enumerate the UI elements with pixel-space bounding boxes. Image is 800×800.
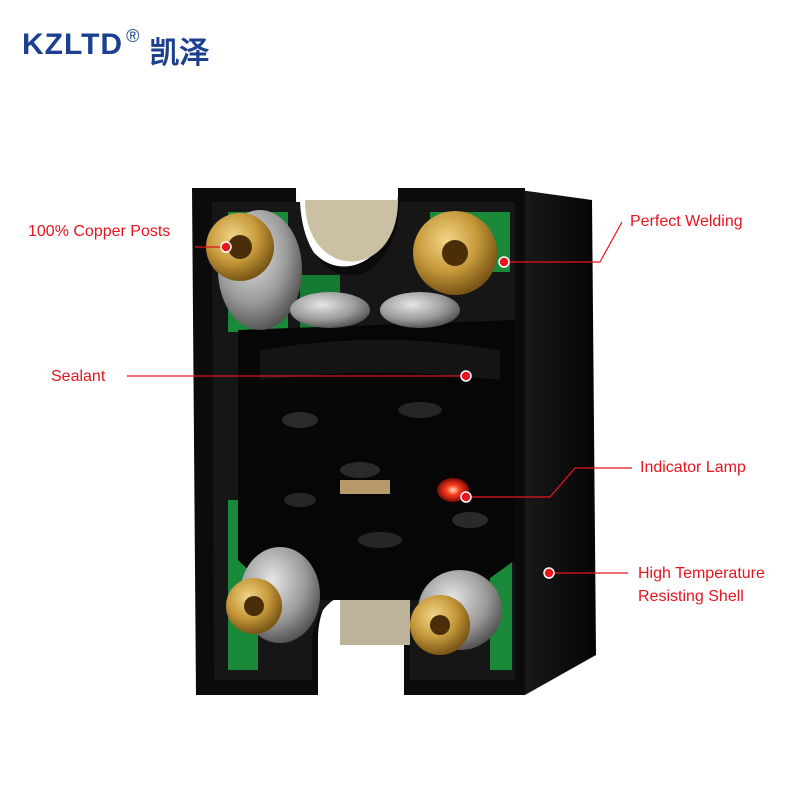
label-shell-line2: Resisting Shell [638, 588, 744, 605]
copper-post-top-left [206, 213, 274, 281]
label-copper-posts: 100% Copper Posts [28, 223, 171, 240]
brand-name: KZLTD [22, 28, 124, 61]
label-perfect-welding: Perfect Welding [630, 213, 743, 230]
shell-side [520, 190, 596, 695]
brand-logo: KZLTD ® 凯泽 [22, 26, 210, 72]
callout-copper-posts-leader [195, 241, 232, 253]
copper-post-bottom-left [226, 578, 282, 634]
label-sealant: Sealant [51, 368, 106, 385]
copper-post-top-right [413, 211, 497, 295]
callout-sealant-leader [127, 370, 472, 382]
registered-mark: ® [126, 26, 140, 46]
callout-perfect-welding-leader [498, 221, 623, 268]
label-indicator-lamp: Indicator Lamp [640, 459, 746, 476]
copper-post-bottom-right [410, 595, 470, 655]
label-shell-line1: High Temperature [638, 565, 765, 582]
callout-shell-leader [543, 567, 628, 579]
sealant-potting [238, 320, 515, 600]
brand-chinese-name: 凯泽 [149, 36, 210, 71]
callout-indicator-lamp-leader [460, 467, 632, 503]
